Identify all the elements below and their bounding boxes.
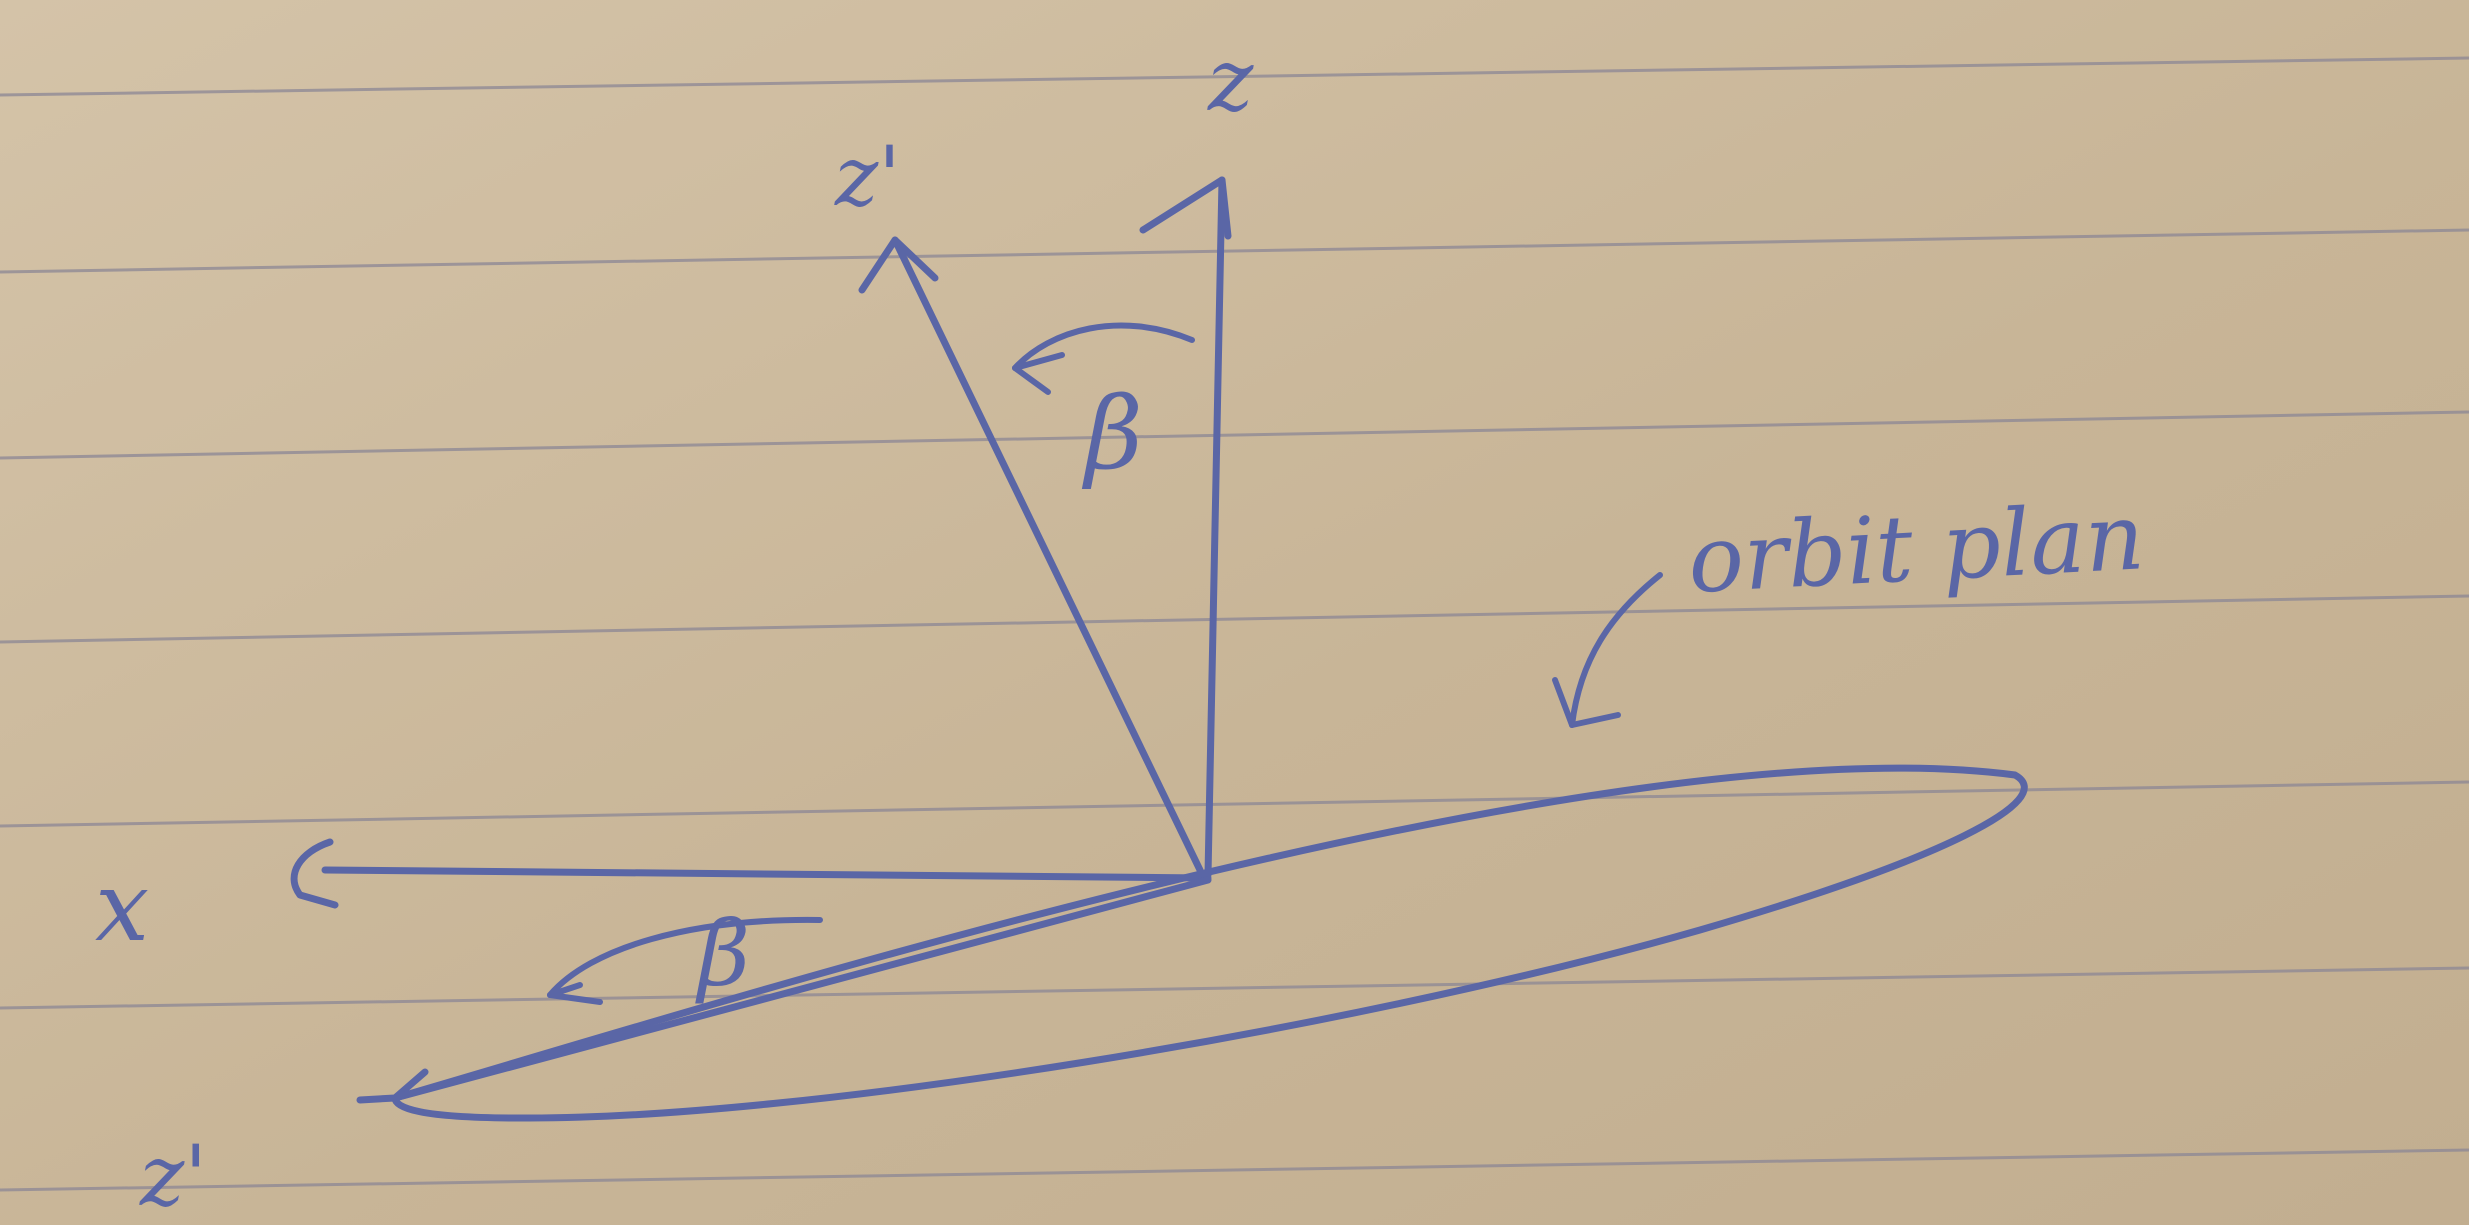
- z-axis: [1139, 176, 1232, 879]
- beta-lower-arc: [547, 916, 823, 1005]
- orbit-ellipse: [391, 764, 2028, 1122]
- x-axis: [290, 838, 1212, 909]
- x-axis-label: x: [95, 851, 149, 963]
- z-prime-top-label: z': [834, 130, 901, 225]
- z-prime-bottom-label: z': [139, 1127, 207, 1225]
- beta-upper-label: β: [1081, 375, 1143, 492]
- beta-lower-label: β: [695, 902, 750, 1007]
- ruled-lines: [0, 56, 2469, 1192]
- orbit-note-arrow: [1552, 572, 1663, 728]
- orbit-note-label: orbit plan: [1686, 483, 2147, 614]
- beta-upper-arc: [1012, 322, 1195, 395]
- z-top-label: z: [1207, 31, 1254, 131]
- z-prime-axis: [858, 236, 1204, 874]
